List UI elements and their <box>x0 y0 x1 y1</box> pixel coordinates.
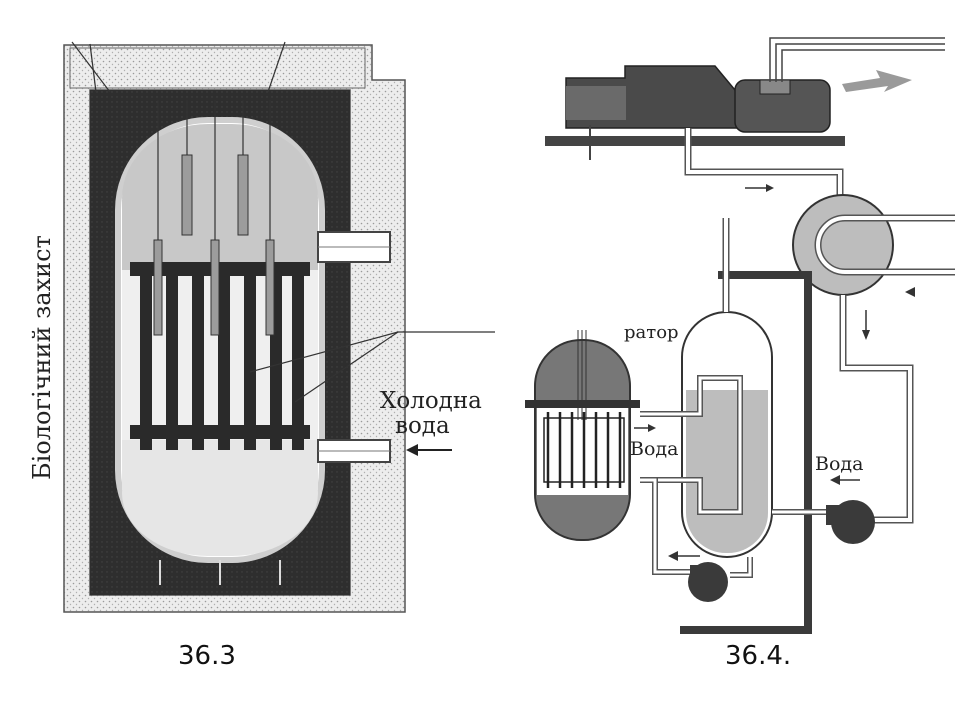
caption-36-3: 36.3 <box>178 641 236 671</box>
power-plant-figure: ратор Вода Вода <box>525 37 955 634</box>
condensate-pipe <box>839 295 914 524</box>
reactor-control-rods <box>577 330 587 420</box>
feedwater-arrow <box>830 475 860 485</box>
primary-flow-arrow <box>668 551 700 561</box>
partial-label: ратор <box>624 322 679 343</box>
shield-lid <box>69 47 366 89</box>
steam-flow-arrow <box>745 184 774 192</box>
reactor-figure: Біологічний захист Холодна вода <box>28 41 495 613</box>
top-pointer-lines <box>71 41 286 93</box>
fuel-rods <box>140 262 304 450</box>
inlet-arrow <box>406 444 452 456</box>
biological-shield-label: Біологічний захист <box>28 235 56 480</box>
condensate-arrow <box>862 310 870 340</box>
reactor-core-rods <box>546 412 622 488</box>
machine-base <box>545 136 845 146</box>
vessel-supports <box>159 560 281 585</box>
cold-water-label-line2: вода <box>395 413 450 439</box>
water-label-right: Вода <box>815 453 863 475</box>
caption-36-4: 36.4. <box>725 641 791 671</box>
control-rod-shafts <box>157 100 271 240</box>
coolant-arrow <box>905 287 915 297</box>
power-lines <box>769 37 945 82</box>
hot-flow-arrow <box>634 424 656 432</box>
power-output-arrow <box>842 70 912 92</box>
label-pointer-lines <box>249 331 495 403</box>
water-label-left: Вода <box>630 438 678 460</box>
cold-water-label-line1: Холодна <box>380 388 482 414</box>
shield-wall <box>680 271 812 634</box>
